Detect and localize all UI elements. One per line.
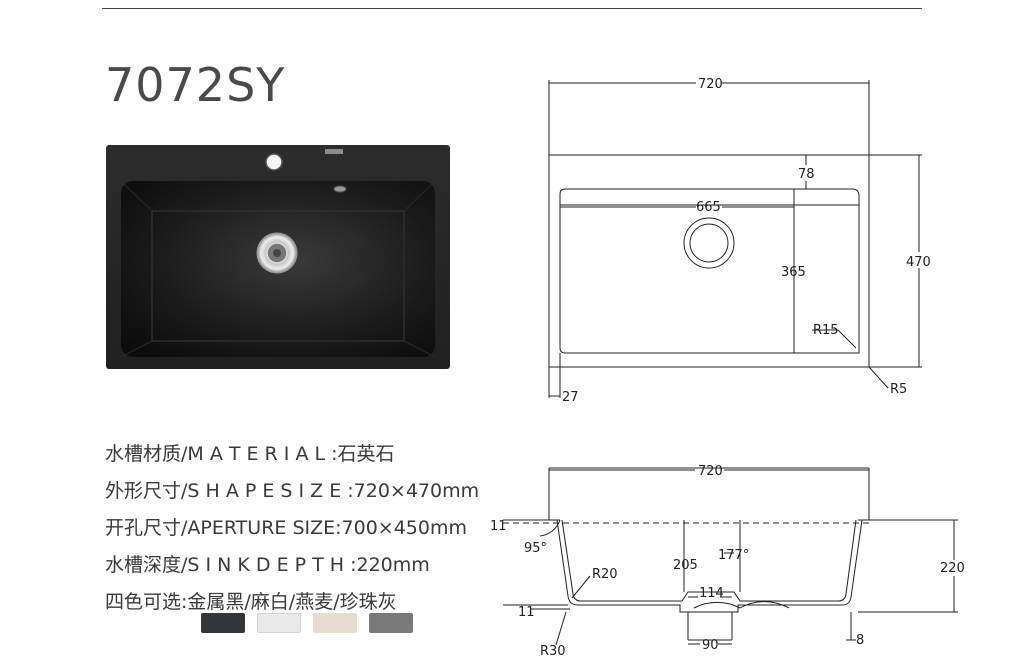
spec-label: 水槽深度/S I N K D E P T H : [105, 554, 357, 576]
section-rim-bottom-label: 11 [518, 605, 535, 620]
spec-aperture-size: 开孔尺寸/APERTURE SIZE:700×450mm [105, 510, 479, 547]
spec-label: 水槽材质/M A T E R I A L : [105, 443, 338, 465]
section-wall-thickness-label: 8 [856, 633, 864, 648]
section-drain-height-label: 205 [673, 558, 698, 573]
section-inner-wall [561, 519, 857, 602]
section-base-radius-label: R30 [540, 644, 566, 659]
section-height-label: 220 [940, 561, 965, 576]
section-width-label: 720 [698, 464, 723, 479]
spec-value: 金属黑/麻白/燕麦/珍珠灰 [187, 591, 397, 613]
spec-value: 700×450mm [341, 517, 467, 539]
top-width-label: 720 [698, 77, 723, 92]
spec-value: 220mm [356, 554, 430, 576]
top-depth-label: 470 [906, 255, 931, 270]
spec-list: 水槽材质/M A T E R I A L :石英石 外形尺寸/S H A P E… [105, 436, 479, 621]
top-outer-radius-label: R5 [890, 382, 907, 397]
spec-value: 720×470mm [353, 480, 480, 502]
spec-material: 水槽材质/M A T E R I A L :石英石 [105, 436, 479, 473]
swatch-oat [313, 613, 357, 633]
top-divider-line [102, 8, 922, 9]
top-view-outline [548, 154, 870, 368]
spec-label: 四色可选: [105, 591, 188, 613]
swatch-metal-black [201, 613, 245, 633]
spec-colors: 四色可选:金属黑/麻白/燕麦/珍珠灰 [105, 584, 479, 621]
spec-label: 开孔尺寸/APERTURE SIZE: [105, 517, 342, 539]
top-inner-radius-label: R15 [813, 323, 839, 338]
faucet-hole [265, 153, 283, 171]
sink-product-photo [106, 145, 450, 369]
color-swatches [201, 613, 413, 633]
overflow-icon [333, 185, 347, 193]
top-bowl-width-label: 665 [696, 200, 721, 215]
section-wall-angle-label: 95° [524, 541, 547, 556]
section-outlet-width-label: 90 [702, 638, 719, 653]
section-outer-wall [556, 519, 863, 613]
model-title: 7072SY [105, 58, 286, 112]
top-view-drain-inner [689, 223, 729, 263]
top-ledge-label: 78 [798, 167, 815, 182]
spec-label: 外形尺寸/S H A P E S I Z E : [105, 480, 354, 502]
top-view-bowl [559, 188, 860, 354]
section-inner-radius-label: R20 [592, 567, 618, 582]
section-drain-width-label: 114 [699, 586, 724, 601]
section-view-drawing [503, 467, 958, 646]
top-bowl-depth-label: 365 [781, 265, 806, 280]
spec-sink-depth: 水槽深度/S I N K D E P T H :220mm [105, 547, 479, 584]
top-view-drain-outer [683, 217, 735, 269]
top-view-drawing [548, 80, 922, 398]
section-rim-top-label: 11 [490, 519, 507, 534]
top-rim-label: 27 [562, 390, 579, 405]
section-drain-angle-label: 177° [718, 548, 749, 563]
swatch-pearl-gray [369, 613, 413, 633]
spec-shape-size: 外形尺寸/S H A P E S I Z E :720×470mm [105, 473, 479, 510]
spec-value: 石英石 [337, 443, 395, 465]
swatch-linen-white [257, 613, 301, 633]
brand-badge-icon [325, 149, 343, 154]
